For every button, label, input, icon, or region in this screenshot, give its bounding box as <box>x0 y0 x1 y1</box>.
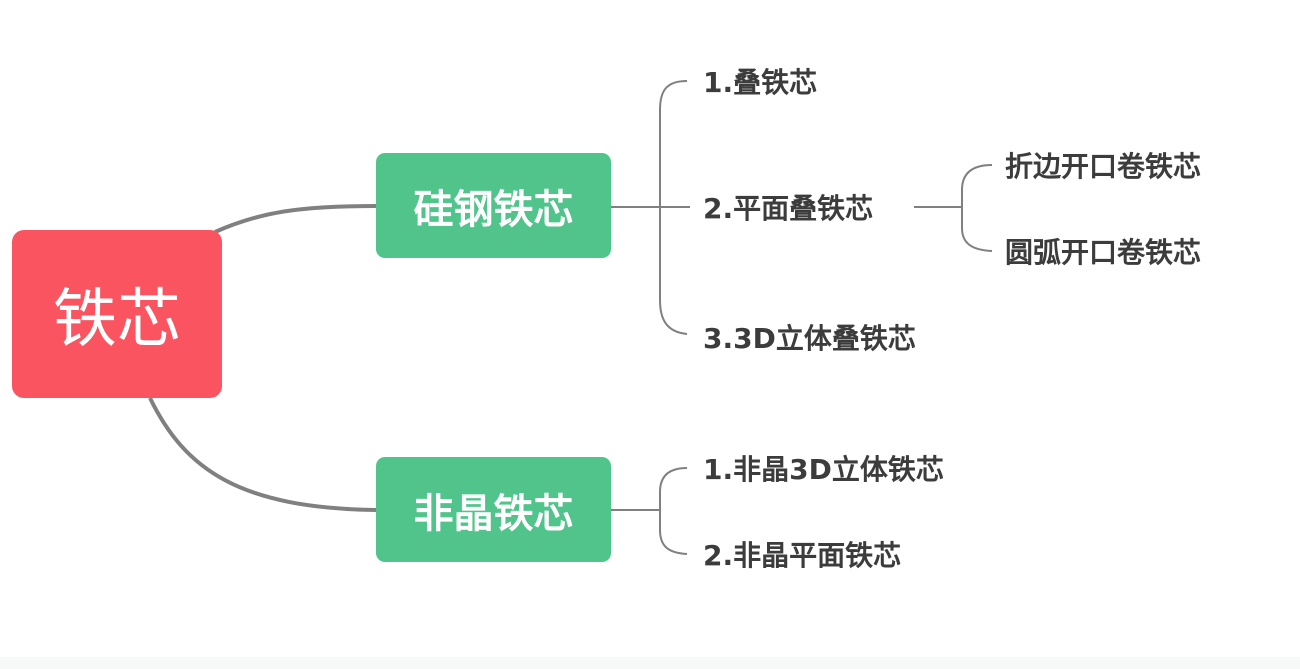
connector-silicon-steel-bracket <box>659 80 688 335</box>
root-node[interactable]: 铁芯 <box>12 230 222 398</box>
branch-node-silicon-steel[interactable]: 硅钢铁芯 <box>376 153 611 258</box>
leaf-node-3d-stacked[interactable]: 3.3D立体叠铁芯 <box>703 322 916 355</box>
leaf-node-amorphous-3d[interactable]: 1.非晶3D立体铁芯 <box>703 453 944 486</box>
connector-root-to-silicon-steel <box>214 204 377 234</box>
connector-amorphous-bracket <box>659 467 688 555</box>
connector-plane-stacked-bracket <box>961 164 993 252</box>
leaf-node-arc-open-wound[interactable]: 圆弧开口卷铁芯 <box>1005 236 1202 269</box>
leaf-node-folded-open-wound[interactable]: 折边开口卷铁芯 <box>1005 150 1202 183</box>
connector-root-to-amorphous <box>148 397 377 512</box>
leaf-node-stacked[interactable]: 1.叠铁芯 <box>703 66 818 99</box>
leaf-node-amorphous-plane[interactable]: 2.非晶平面铁芯 <box>703 539 902 572</box>
leaf-node-plane-stacked[interactable]: 2.平面叠铁芯 <box>703 192 874 225</box>
branch-node-amorphous[interactable]: 非晶铁芯 <box>376 457 611 562</box>
bottom-edge-strip <box>0 657 1300 669</box>
